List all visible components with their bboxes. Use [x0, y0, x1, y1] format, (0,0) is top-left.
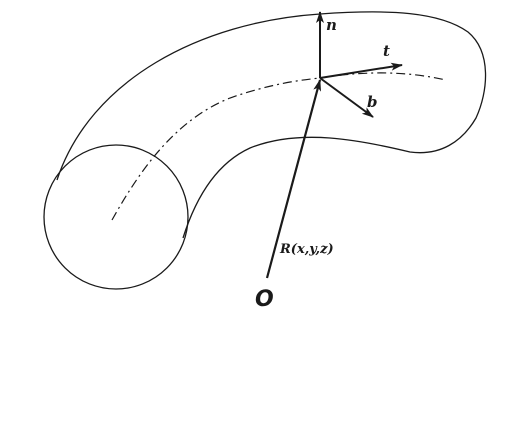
position-label: R(x,y,z) [279, 242, 334, 257]
tube-centerline [111, 72, 447, 221]
binormal-label: b [367, 93, 378, 111]
tangent-vector-arrow [319, 62, 403, 79]
origin-label: O [255, 287, 274, 312]
normal-label: n [326, 16, 337, 34]
tube-outer-boundary [56, 11, 487, 239]
tangent-label: t [383, 42, 390, 60]
tube-end-cross-section [43, 144, 189, 290]
binormal-vector-arrow [319, 77, 374, 118]
position-vector-arrow [265, 79, 322, 279]
